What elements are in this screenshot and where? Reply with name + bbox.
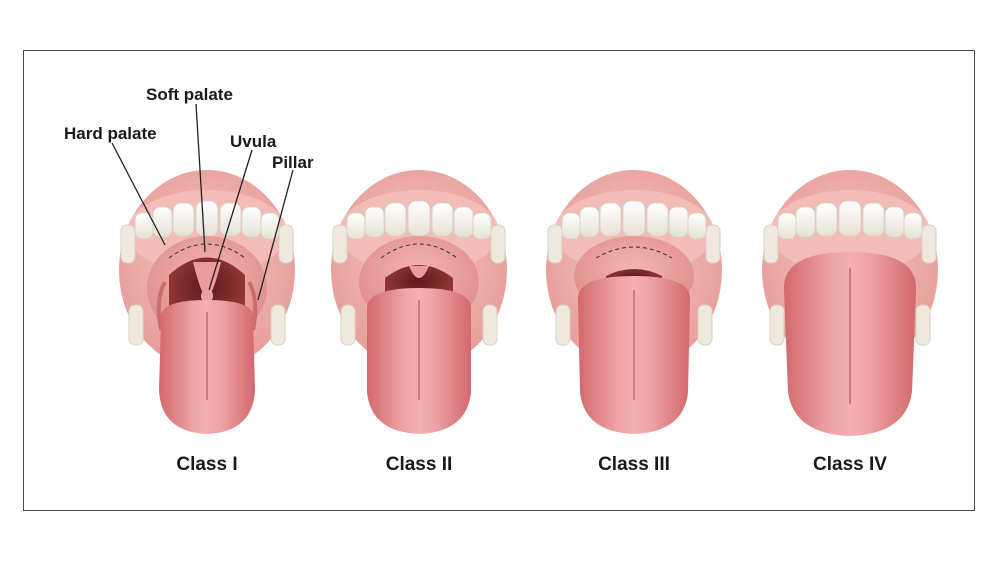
pillar-leader: [257, 169, 294, 301]
class-label-1: Class I: [176, 454, 237, 475]
label-hard-palate: Hard palate: [64, 124, 157, 143]
label-soft-palate: Soft palate: [146, 85, 233, 104]
class-label-3: Class III: [598, 454, 670, 475]
class-label-2: Class II: [386, 454, 453, 475]
soft-palate-leader: [195, 103, 206, 253]
mouth-class-2: [331, 170, 507, 434]
mouth-class-1: [119, 170, 295, 434]
hard-palate-leader: [111, 142, 166, 246]
uvula-leader: [208, 149, 253, 291]
label-uvula: Uvula: [230, 132, 277, 151]
label-pillar: Pillar: [272, 153, 314, 172]
class-label-4: Class IV: [813, 454, 887, 475]
mouth-class-3: [546, 170, 722, 434]
mouth-class-4: [762, 170, 938, 436]
